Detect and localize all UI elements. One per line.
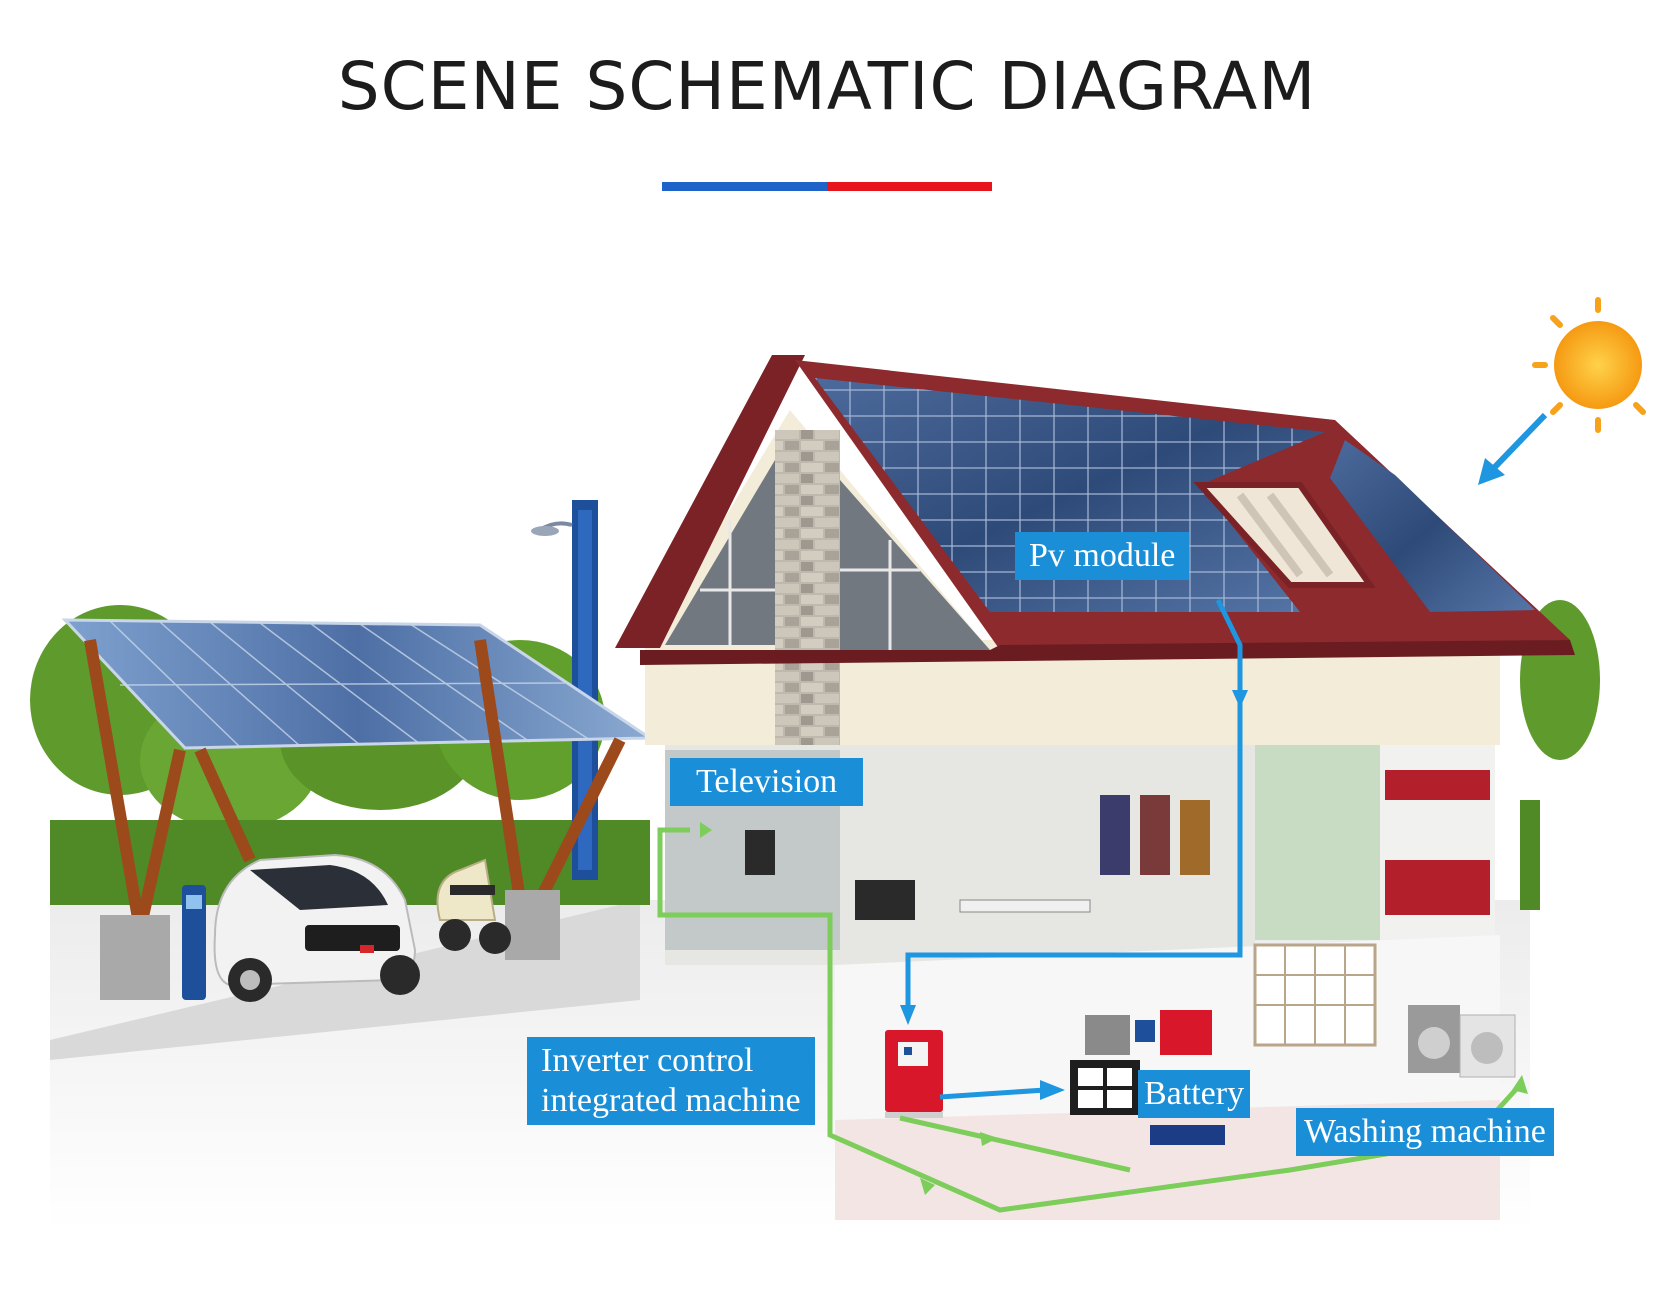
charger-icon (182, 885, 206, 1000)
television-icon (745, 830, 775, 875)
dc-flow-lines (905, 598, 1243, 1100)
label-inverter-line2: integrated machine (541, 1082, 801, 1120)
sun-icon (1532, 297, 1646, 433)
title-divider (662, 182, 992, 191)
inverter-icon (885, 1030, 943, 1118)
battery-icon (1070, 1010, 1225, 1145)
ac-arrow-return (920, 1178, 935, 1195)
ac-arrow-mid (980, 1132, 998, 1146)
label-television: Television (670, 758, 864, 807)
scooter-icon (436, 858, 511, 954)
car-icon (213, 853, 420, 1002)
dc-arrow-battery (1040, 1080, 1065, 1100)
label-battery: Battery (1138, 1070, 1251, 1119)
page-title: SCENE SCHEMATIC DIAGRAM (337, 48, 1317, 125)
roof (615, 355, 1575, 665)
dc-arrow-inverter (900, 1005, 916, 1025)
divider-red (827, 182, 992, 191)
ac-arrow-washer (1512, 1075, 1528, 1094)
washing-machine-icon (1408, 1005, 1516, 1078)
pv-array-right (1330, 440, 1535, 612)
label-inverter-line1: Inverter control (541, 1042, 754, 1079)
sunlight-arrow (1478, 412, 1548, 485)
ac-arrow-tv (700, 822, 712, 838)
label-washing-machine: Washing machine (1296, 1108, 1554, 1157)
label-pv-module: Pv module (1015, 532, 1190, 581)
label-inverter: Inverter control integrated machine (527, 1037, 815, 1126)
divider-blue (662, 182, 827, 191)
dc-arrow-down-roof (1232, 690, 1248, 708)
solar-carport (61, 618, 655, 1000)
basement-shelves (1253, 943, 1377, 1047)
